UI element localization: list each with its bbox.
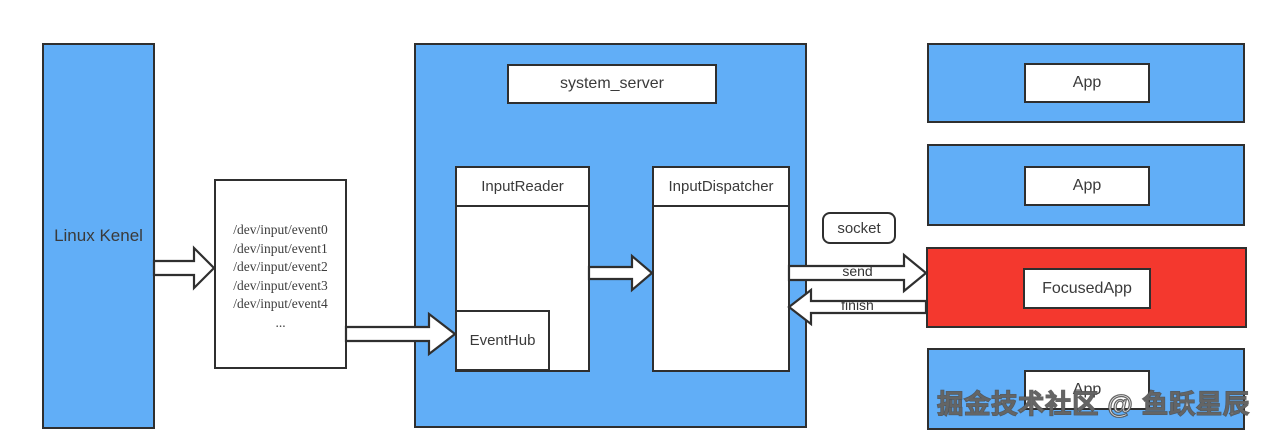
device-node-line: /dev/input/event0 bbox=[233, 222, 328, 237]
system-server-title-box: system_server bbox=[507, 64, 717, 104]
input-dispatcher-label: InputDispatcher bbox=[668, 178, 774, 195]
event-hub-box: EventHub bbox=[455, 310, 550, 371]
device-node-ellipsis: ... bbox=[275, 314, 286, 330]
app-label-3: App bbox=[1072, 381, 1102, 398]
event-hub-label: EventHub bbox=[469, 332, 536, 349]
kernel-to-devices-arrow bbox=[152, 245, 216, 291]
linux-kernel-label: Linux Kenel bbox=[54, 226, 143, 245]
app-label-1: App bbox=[1072, 74, 1102, 91]
socket-label-box: socket bbox=[822, 212, 896, 244]
focused-app-label: FocusedApp bbox=[1042, 279, 1132, 297]
input-reader-header: InputReader bbox=[457, 168, 588, 207]
app-label-box-3: App bbox=[1024, 370, 1150, 410]
system-server-title: system_server bbox=[559, 75, 665, 92]
linux-kernel-box: Linux Kenel bbox=[42, 43, 155, 429]
finish-label: finish bbox=[841, 297, 874, 313]
device-node-line: /dev/input/event1 bbox=[233, 240, 328, 256]
input-dispatcher-box: InputDispatcher bbox=[652, 166, 790, 372]
input-reader-label: InputReader bbox=[481, 178, 564, 195]
send-label: send bbox=[842, 263, 873, 279]
input-dispatcher-header: InputDispatcher bbox=[654, 168, 788, 207]
device-node-line: /dev/input/event2 bbox=[233, 259, 328, 274]
device-nodes-box: /dev/input/event0 /dev/input/event1 /dev… bbox=[214, 179, 347, 369]
app-label-2: App bbox=[1072, 177, 1102, 194]
watermark: 掘金技术社区 @ 鱼跃星辰 bbox=[937, 388, 1250, 419]
device-node-line: /dev/input/event3 bbox=[233, 277, 328, 293]
device-node-line: /dev/input/event4 bbox=[233, 296, 328, 311]
app-label-box-2: App bbox=[1024, 166, 1150, 206]
socket-label: socket bbox=[837, 219, 881, 237]
focused-app-label-box: FocusedApp bbox=[1023, 268, 1151, 309]
app-label-box-1: App bbox=[1024, 63, 1150, 103]
